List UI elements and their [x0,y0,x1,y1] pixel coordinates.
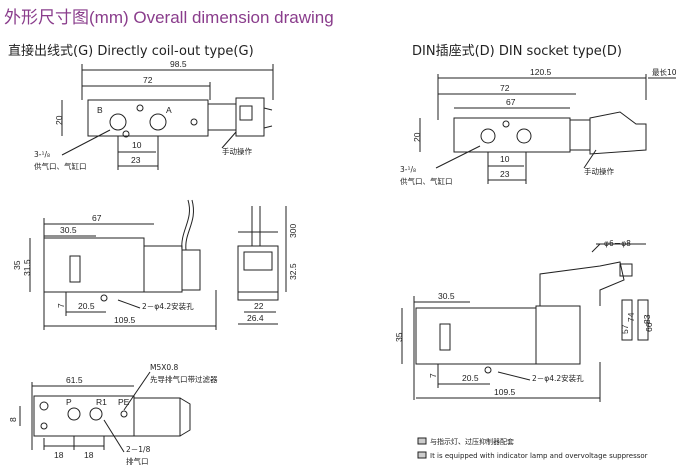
max-10-label: 最长10 [652,67,677,77]
pilot-exhaust-label: 先导排气口带过滤器 [150,374,218,384]
dim-83: 83 [642,314,652,324]
thread-label: 3-¹/₈ [34,150,50,159]
dim-72: 72 [143,75,153,85]
port-pe-label: PE [118,397,130,407]
coil-front [143,245,183,293]
dim-61-5: 61.5 [66,375,83,385]
exhaust-thread-label: 2－1/8 [126,445,151,454]
dim-35-right: 35 [394,332,404,342]
coil-terminal [239,105,253,121]
dim-8: 8 [8,417,18,422]
mount-hole-label-right: 2－φ4.2安装孔 [532,373,584,383]
port-a-hole [149,113,167,131]
dim-67-right: 67 [506,97,516,107]
manual-operation-label: 手动操作 [222,146,252,156]
right-heading: DIN插座式(D) DIN socket type(D) [412,44,622,59]
dim-18-right: 18 [84,450,94,460]
dim-23-right: 23 [500,169,510,179]
dim-30-5-right: 30.5 [438,291,455,301]
dim-7: 7 [56,303,66,308]
port-b-hole [109,113,127,131]
dim-23: 23 [131,155,141,165]
dim-20-5: 20.5 [78,301,95,311]
valve-body-front [43,237,145,293]
port-p-label: P [66,397,72,407]
din-connector [589,111,647,155]
dim-31-5: 31.5 [22,259,32,276]
valve-body-din-front [415,307,537,365]
dim-18-left: 18 [54,450,64,460]
dim-26-4: 26.4 [247,313,264,323]
dim-30-5: 30.5 [60,225,77,235]
legend-cn: 与指示灯、过压抑制器配套 [430,437,514,446]
left-bottom-view: 61.5 P R1 PE 8 18 18 M5X0.8 先导排气口带过滤器 2－… [8,363,218,466]
dim-35: 35 [12,260,22,270]
dim-72-right: 72 [500,83,510,93]
supply-port-label-right: 供气口、气缸口 [400,176,453,186]
right-front-view: φ6－φ8 30.5 35 7 20.5 109.5 2－φ4.2安装孔 57 … [394,239,654,460]
coil-head [235,97,265,137]
dim-300: 300 [288,224,298,238]
coil-housing [207,103,237,131]
dim-74: 74 [626,312,636,322]
dim-20-right: 20 [412,132,422,142]
page-title: 外形尺寸图(mm) Overall dimension drawing [4,8,334,27]
dim-10-right: 10 [500,154,510,164]
port-p-hole-bottom [67,407,81,421]
supply-port-label: 供气口、气缸口 [34,161,87,171]
dim-32-5: 32.5 [288,263,298,280]
dim-10: 10 [132,140,142,150]
legend-en: It is equipped with indicator lamp and o… [430,452,648,460]
mount-hole-label: 2－φ4.2安装孔 [142,301,194,311]
dim-98-5: 98.5 [170,59,187,69]
dim-109-5: 109.5 [114,315,136,325]
manual-operation-label-right: 手动操作 [584,166,614,176]
dim-7-right: 7 [428,373,438,378]
exhaust-port-label: 排气口 [126,456,149,466]
side-view: 300 32.5 22 26.4 [237,206,298,325]
dim-66: 66 [644,322,654,332]
port-a-label: A [166,105,172,115]
valve-body-din [453,117,571,153]
dim-109-5-right: 109.5 [494,387,516,397]
dim-20-5-right: 20.5 [462,373,479,383]
port-b-label: B [97,105,103,115]
dim-67: 67 [92,213,102,223]
port-r1-label: R1 [96,397,107,407]
dim-22: 22 [254,301,264,311]
m5-thread-label: M5X0.8 [150,363,179,372]
valve-body [87,99,209,137]
left-top-view: 98.5 72 B A 20 10 23 3-¹/₈ 供气口、气缸口 手动操作 [34,59,274,171]
port-p-hole [136,104,144,112]
dim-120-5: 120.5 [530,67,552,77]
dim-57: 57 [620,324,630,334]
din-socket-front [539,261,625,306]
thread-label-right: 3-¹/₈ [400,165,416,174]
right-top-view: 120.5 最长10 72 67 20 10 23 3-¹/₈ 供气口、气缸口 … [400,67,677,186]
dim-20: 20 [54,115,64,125]
left-heading: 直接出线式(G) Directly coil-out type(G) [8,44,254,59]
left-front-view: 67 30.5 35 31.5 7 20.5 109.5 2－φ4.2安装孔 [12,199,217,330]
